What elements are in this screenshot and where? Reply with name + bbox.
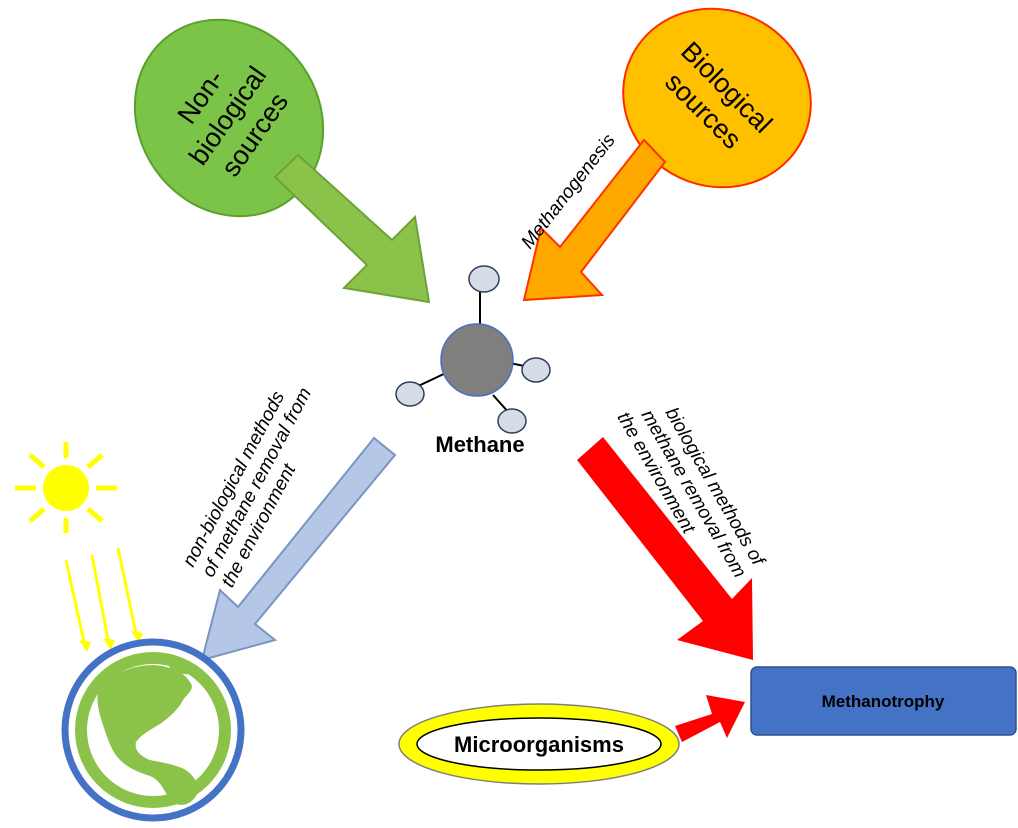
microorganisms-arrow: [675, 695, 745, 742]
carbon-atom: [440, 323, 514, 397]
microorganisms-node: Microorganisms: [398, 703, 680, 785]
biological-sources-node: Biological sources: [622, 7, 812, 189]
hydrogen-atom-right: [521, 357, 551, 383]
methanotrophy-box: Methanotrophy: [750, 666, 1017, 736]
hydrogen-atom-top: [468, 265, 500, 293]
non-bio-removal-arrow: [200, 436, 397, 662]
earth-globe-icon: [61, 638, 245, 822]
bio-source-arrow: [522, 138, 667, 302]
microorganisms-label: Microorganisms: [454, 732, 624, 757]
methane-molecule: [395, 265, 551, 434]
methane-label: Methane: [435, 432, 524, 457]
hydrogen-atom-left: [395, 381, 425, 407]
non-bio-removal-label: non-biological methods of methane remova…: [179, 384, 316, 591]
methanotrophy-label: Methanotrophy: [822, 692, 945, 711]
bio-removal-arrow: [577, 437, 753, 660]
sun-icon: [15, 442, 143, 652]
non-biological-sources-node: Non- biological sources: [133, 18, 325, 218]
hydrogen-atom-bottom: [497, 408, 527, 434]
non-bio-source-arrow: [273, 153, 431, 304]
